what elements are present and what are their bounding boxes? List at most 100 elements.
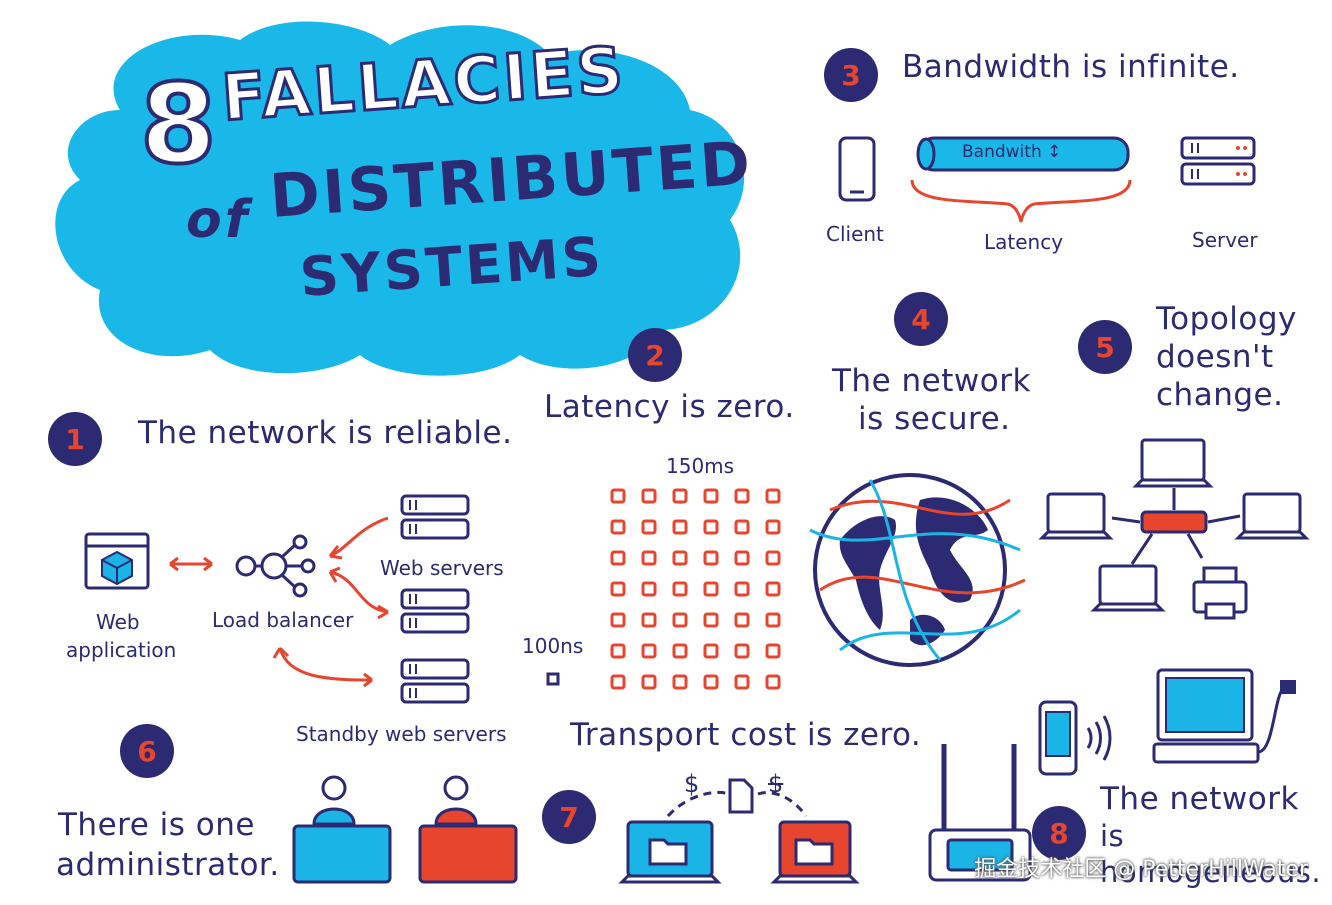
latency-square — [641, 612, 657, 628]
web-app-label-line1: Web — [96, 610, 140, 634]
latency-square — [734, 643, 750, 659]
latency-square — [703, 519, 719, 535]
topology-network-diagram — [1038, 438, 1310, 620]
latency-square — [765, 519, 781, 535]
latency-small-square — [546, 672, 560, 686]
fallacy-4-line2: is secure. — [858, 401, 1011, 437]
latency-square — [610, 581, 626, 597]
fallacy-3-text: Bandwidth is infinite. — [902, 49, 1240, 85]
standby-server-icon — [400, 658, 470, 704]
fallacy-7-number: 7 — [542, 790, 596, 844]
watermark: 掘金技术社区 @ PetterHillWater — [974, 857, 1308, 882]
latency-square — [765, 550, 781, 566]
fallacy-2-text: Latency is zero. — [544, 389, 795, 425]
server-label: Server — [1192, 228, 1258, 252]
fallacy-5-line1: Topology — [1156, 301, 1297, 337]
fallacy-4-number: 4 — [894, 292, 948, 346]
latency-brace — [910, 179, 1132, 223]
title-of: of — [186, 190, 251, 250]
latency-square — [610, 674, 626, 690]
fallacy-6-line2: administrator. — [56, 847, 280, 883]
fallacy-7-text: Transport cost is zero. — [570, 717, 922, 753]
title-number: 8 — [138, 58, 220, 190]
fallacy-4-line1: The network — [832, 363, 1031, 399]
fallacy-8-line2: is homogeneous. — [1100, 819, 1322, 890]
latency-square — [703, 550, 719, 566]
bandwidth-pipe — [916, 136, 1130, 172]
latency-square — [672, 519, 688, 535]
latency-square — [765, 643, 781, 659]
router-icon — [928, 744, 1032, 882]
latency-grid — [546, 488, 781, 690]
transport-diagram — [618, 778, 860, 884]
fallacy-5-line2: doesn't — [1156, 339, 1274, 375]
latency-square — [734, 581, 750, 597]
latency-square — [610, 519, 626, 535]
client-phone-icon — [838, 136, 876, 202]
fallacy-6-line1: There is one — [58, 807, 255, 843]
fallacy-8-line1: The network — [1100, 781, 1299, 817]
fallacy-8-number: 8 — [1032, 806, 1086, 860]
fallacy-1-text: The network is reliable. — [138, 415, 513, 451]
latency-square — [703, 612, 719, 628]
latency-square — [765, 674, 781, 690]
desktop-computer-icon — [1152, 668, 1296, 764]
standby-servers-label: Standby web servers — [296, 722, 507, 746]
web-server-2-icon — [400, 588, 470, 634]
latency-square — [765, 581, 781, 597]
web-servers-label: Web servers — [380, 556, 504, 580]
web-app-label-line2: application — [66, 638, 177, 662]
load-balancer-icon — [235, 534, 316, 598]
fallacy-5-number: 5 — [1078, 320, 1132, 374]
mobile-wifi-icon — [1038, 700, 1112, 776]
latency-label: Latency — [984, 230, 1064, 254]
server-icon — [1180, 136, 1256, 186]
latency-square — [610, 488, 626, 504]
latency-square — [672, 550, 688, 566]
latency-square — [703, 488, 719, 504]
latency-square — [703, 643, 719, 659]
latency-square — [641, 581, 657, 597]
latency-square — [610, 550, 626, 566]
fallacy-6-number: 6 — [120, 724, 174, 778]
admin-2-icon — [418, 775, 518, 884]
dollar-label: $ — [684, 770, 700, 798]
dollar-crossed-label: $ — [768, 770, 784, 798]
latency-square — [734, 674, 750, 690]
client-label: Client — [826, 222, 884, 246]
latency-square — [734, 488, 750, 504]
latency-square — [641, 674, 657, 690]
load-balancer-label: Load balancer — [212, 608, 354, 632]
latency-square — [765, 612, 781, 628]
web-application-icon — [84, 532, 150, 590]
arrows-lb-servers — [272, 516, 389, 688]
web-server-1-icon — [400, 494, 470, 540]
latency-square — [672, 643, 688, 659]
latency-square — [703, 674, 719, 690]
latency-square — [641, 550, 657, 566]
latency-square — [672, 612, 688, 628]
globe-icon — [809, 473, 1026, 667]
title-cloud — [55, 21, 745, 376]
latency-square — [672, 581, 688, 597]
latency-square — [672, 674, 688, 690]
fallacy-2-number: 2 — [628, 328, 682, 382]
bandwidth-pipe-label: Bandwith ↕ — [962, 142, 1062, 162]
fallacy-3-number: 3 — [824, 48, 878, 102]
latency-square — [765, 488, 781, 504]
latency-square — [672, 488, 688, 504]
latency-square — [734, 519, 750, 535]
latency-square — [734, 612, 750, 628]
latency-square — [610, 612, 626, 628]
arrow-app-lb — [169, 556, 213, 572]
latency-square — [734, 550, 750, 566]
latency-square — [610, 643, 626, 659]
latency-square — [641, 488, 657, 504]
latency-left-label: 100ns — [522, 634, 584, 658]
admin-1-icon — [292, 775, 392, 884]
latency-top-label: 150ms — [666, 454, 735, 478]
latency-square — [641, 643, 657, 659]
latency-square — [641, 519, 657, 535]
fallacy-1-number: 1 — [48, 412, 102, 466]
latency-square — [703, 581, 719, 597]
